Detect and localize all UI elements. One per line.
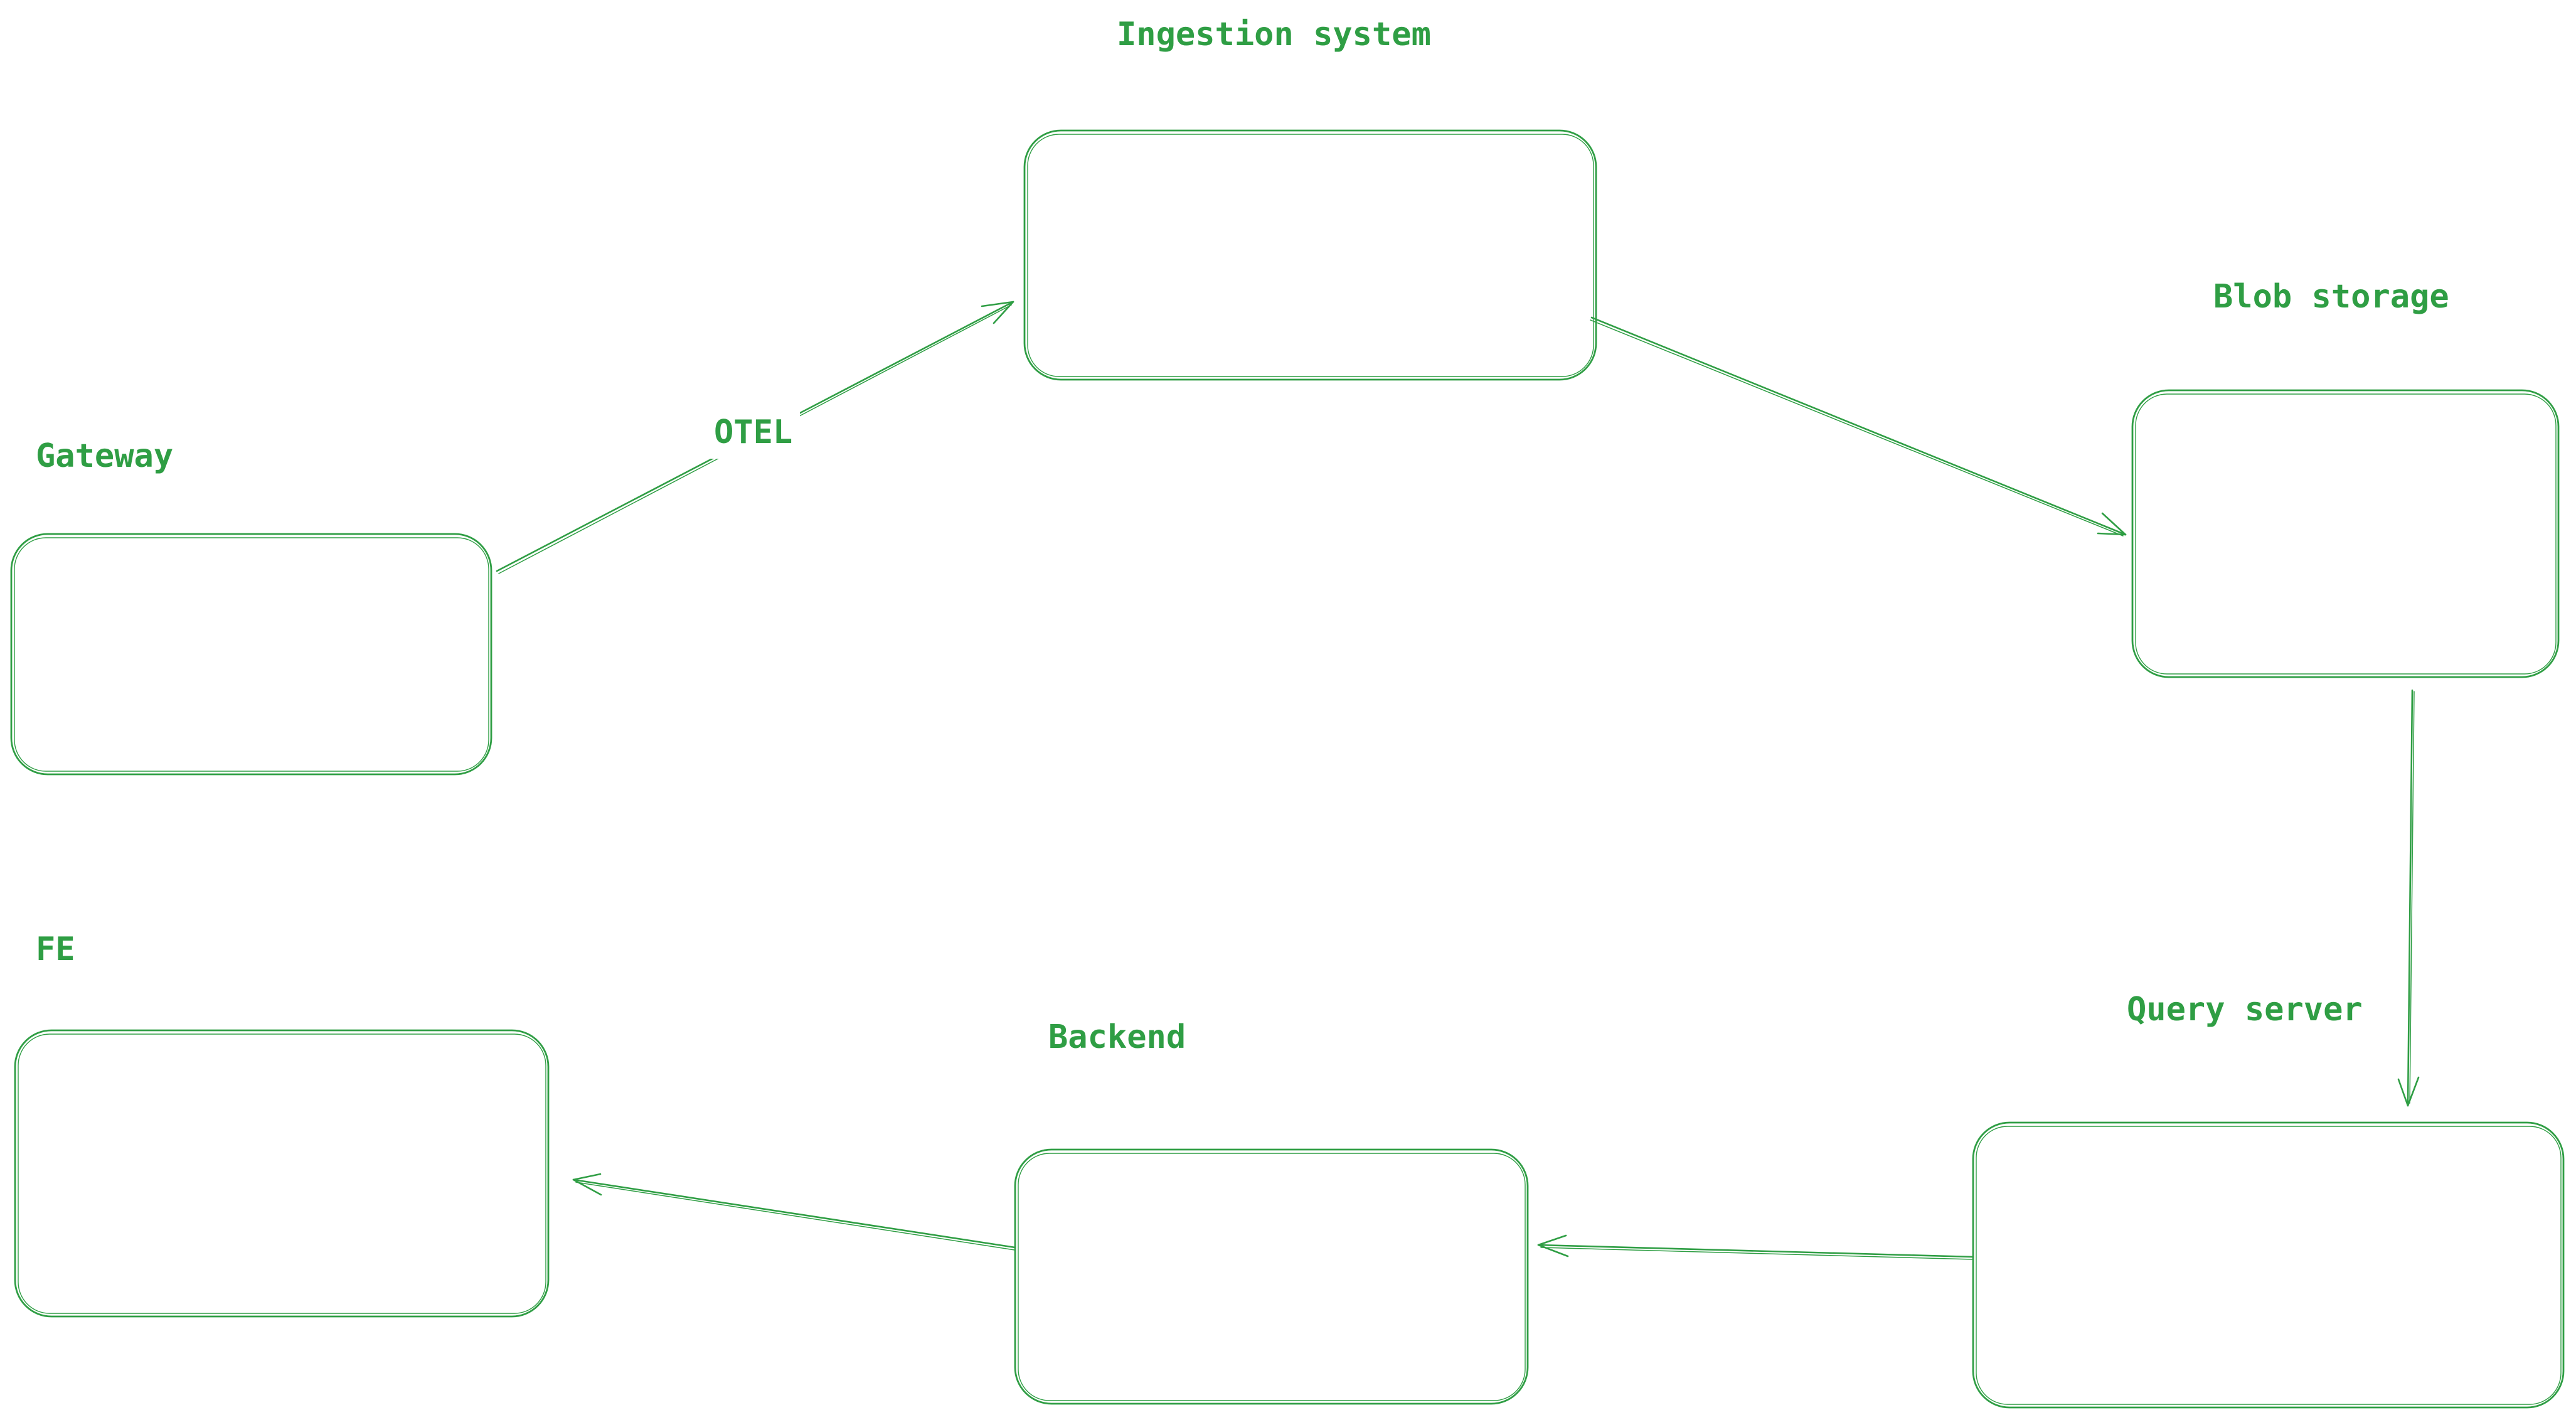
arrowhead [1537, 1234, 1569, 1257]
edge-shaft [2407, 689, 2414, 1107]
edge-shaft [572, 1178, 1016, 1249]
fe-box-outline [14, 1029, 550, 1318]
edge-shaft [1537, 1244, 1974, 1258]
ingestion-box-outline-sketch [1027, 134, 1594, 377]
edge-query-server-to-backend [1537, 1234, 1974, 1260]
node-box-gateway [10, 533, 492, 776]
ingestion-box-outline [1023, 129, 1597, 381]
backend-box-outline [1014, 1148, 1529, 1405]
node-label-ingestion-system: Ingestion system [1117, 16, 1431, 53]
node-box-backend [1014, 1148, 1529, 1405]
node-label-query-server: Query server [2127, 991, 2363, 1028]
arrowhead [981, 301, 1014, 324]
blob-storage-box-outline [2131, 389, 2560, 678]
edge-backend-to-fe [572, 1173, 1016, 1251]
node-label-fe: FE [36, 931, 75, 968]
edge-ingestion-to-blob-storage [1590, 316, 2127, 537]
node-label-backend: Backend [1048, 1018, 1186, 1056]
node-box-fe [14, 1029, 550, 1318]
backend-box-outline-sketch [1018, 1153, 1526, 1401]
blob-storage-box-outline-sketch [2135, 393, 2557, 675]
query-server-box-outline-sketch [1976, 1126, 2562, 1405]
node-box-query-server [1972, 1121, 2565, 1409]
arrowhead [572, 1173, 602, 1196]
edge-shaft-sketch [1540, 1247, 1974, 1260]
node-box-ingestion [1023, 129, 1597, 381]
edge-blob-storage-to-query-server [2397, 689, 2420, 1107]
edge-shaft [1590, 316, 2127, 536]
node-label-blob-storage: Blob storage [2213, 278, 2449, 316]
edge-label-otel: OTEL [706, 407, 801, 459]
arrowhead [2397, 1076, 2420, 1107]
gateway-box-outline [10, 533, 492, 776]
fe-box-outline-sketch [18, 1033, 546, 1314]
node-box-blob-storage [2131, 389, 2560, 678]
edge-shaft-sketch [1590, 319, 2124, 537]
edge-shaft-sketch [2409, 691, 2415, 1104]
gateway-box-outline-sketch [14, 537, 489, 772]
arrowhead [2097, 512, 2127, 536]
node-label-gateway: Gateway [36, 437, 174, 475]
query-server-box-outline [1972, 1121, 2565, 1409]
edge-shaft-sketch [575, 1182, 1015, 1251]
